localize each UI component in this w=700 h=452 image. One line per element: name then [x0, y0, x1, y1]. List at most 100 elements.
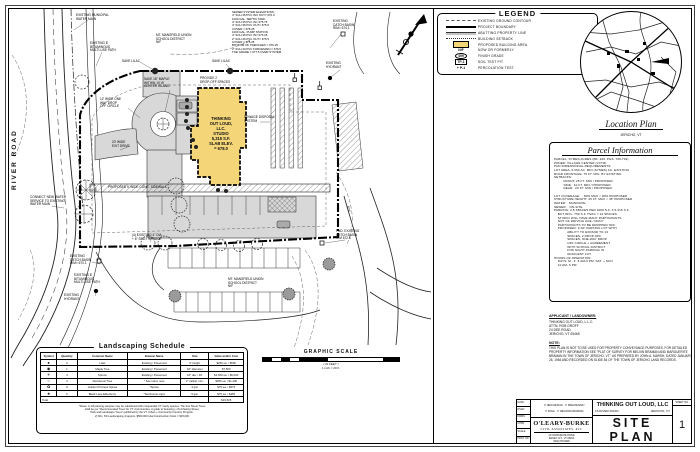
legend-item-label: EXISTING GROUND CONTOUR — [478, 18, 532, 23]
school-drive-lines — [95, 247, 321, 323]
school-parking — [167, 247, 301, 313]
boundary-legend-symbol — [444, 24, 478, 30]
parcel-information-body: PARCEL: SYMES ACRES (BK. 340, PGS. 700-7… — [554, 157, 633, 268]
leader-lines — [51, 19, 346, 297]
title-block-info-row: CHKD — [517, 422, 530, 430]
legend-item-label: NOW OR FORMERLY — [478, 48, 514, 53]
site-label: FND. EXISTING CATCH BASIN RIM 672.6 — [336, 229, 360, 241]
legend-item: N/F NOW OR FORMERLY — [444, 47, 593, 53]
applicant-heading: APPLICANT / LANDOWNER: — [549, 314, 597, 318]
right-column-divider — [433, 8, 434, 444]
sheet-title: SITE PLAN — [609, 416, 656, 444]
title-block-info-row: SCALE — [517, 429, 530, 437]
site-label: 676 — [346, 205, 352, 212]
outer-border — [5, 5, 695, 447]
site-label: SAVE LILAC — [122, 59, 141, 63]
location-plan-subtitle: JERICHO, VT — [620, 133, 642, 137]
site-label: 20' WIDE EXIT DRIVE — [112, 140, 130, 148]
site-label: (4) EXISTING 4" DIA. + 6" SPLIT SPRUCE — [132, 233, 163, 241]
schedule-column-header: Quantity — [56, 352, 78, 360]
legend-item: + P-1 PERCOLATION TEST — [444, 65, 593, 71]
project-boundary — [78, 69, 340, 249]
site-label: SAVE LILAC — [212, 59, 231, 63]
septic-trenches — [270, 87, 303, 169]
parking-stall-lines — [161, 196, 261, 215]
title-block-info-row: DATE — [517, 400, 530, 408]
schedule-total-row: Total$16,525 — [39, 396, 244, 404]
contour-legend-symbol — [444, 18, 478, 24]
location-plan-map — [580, 11, 682, 113]
site-label: 12' WIDE ONE WAY DROP OFF CIRCLE — [100, 97, 122, 109]
north-arrow-icon — [395, 14, 427, 56]
testpit-legend-symbol: TP-1 — [455, 59, 467, 66]
legend-item-label: FINISH GRADE — [478, 54, 504, 59]
drawing-status-checkboxes: ☐ NEW DESIGN ☐ PRELIMINARY ☐ FINAL ☐ REC… — [531, 401, 592, 418]
applicant-block: APPLICANT / LANDOWNER: THINKING OUT LOUD… — [549, 314, 692, 363]
main-border — [8, 8, 692, 444]
site-label: SEWER SYSTEM ELEVATIONS: 4" SCH 35 PVC I… — [232, 10, 282, 54]
project-name: THINKING OUT LOUD, LLC — [596, 402, 669, 408]
legend-item-label: PROJECT BOUNDARY — [478, 24, 517, 29]
setback-legend-symbol — [444, 36, 478, 42]
legend-item-label: PROPOSED BUILDING AREA — [478, 42, 528, 47]
perc-legend-symbol: + P-1 — [456, 66, 466, 71]
landscaping-notes: *Notes: 1) All planting samples may be s… — [78, 404, 206, 418]
firm-address-line: (802) 878-9990 — [553, 439, 570, 443]
legend-item-label: SOIL TEST PIT — [478, 60, 504, 65]
legend-item: TP-1 SOIL TEST PIT — [444, 59, 593, 66]
sheet-number-label: SHEET NO. — [673, 400, 691, 406]
legend-title: LEGEND — [494, 9, 541, 18]
title-block-project: THINKING OUT LOUD, LLC 16 RIVER ROAD JER… — [593, 400, 673, 444]
building-setback — [91, 84, 327, 234]
site-label: EXISTING CATCH BASIN RIM= 674.1 — [333, 19, 355, 31]
graphic-scale-bar — [262, 357, 400, 362]
schedule-column-header: Botanic Name — [127, 352, 182, 360]
site-label: MT. MANSFIELD UNION SCHOOL DISTRICT N/F — [156, 33, 192, 45]
site-label: PROPOSED 5' WIDE CONC. SIDEWALK — [108, 185, 167, 189]
note-body: THIS PLAN IS NOT TO BE USED FOR PROPERTY… — [549, 346, 692, 363]
river-road-lines — [10, 8, 103, 367]
river-road-label: RIVER ROAD — [11, 129, 18, 190]
site-label: PROVIDE 2 DROP-OFF SPACES — [200, 76, 231, 84]
location-map-streets — [581, 12, 681, 112]
building-label: THINKING OUT LOUD, LLC. STUDIO 5,315 S.F… — [209, 116, 233, 151]
firm-name: O'LEARY-BURKE — [533, 419, 590, 427]
title-block-info-row: DSGN — [517, 407, 530, 415]
trees — [74, 74, 336, 303]
contours — [11, 39, 353, 349]
graphic-scale-title: GRAPHIC SCALE — [303, 349, 359, 355]
legend-item: PROJECT BOUNDARY — [444, 24, 593, 30]
site-label: MT. MANSFIELD UNION SCHOOL DISTRICT N/F — [228, 277, 264, 289]
site-label: EXISTING CATCH BASIN RIM= 670.1 — [70, 254, 92, 266]
legend-item: BUILDING SETBACK — [444, 36, 593, 42]
legend-item: ABUTTING PROPERTY LINE — [444, 30, 593, 36]
note-heading: NOTE: — [549, 340, 560, 345]
site-label: EXISTING HYDRANT — [326, 61, 342, 69]
schedule-column-header: Value and/or Cost — [208, 352, 244, 360]
legend-item: EXISTING GROUND CONTOUR — [444, 18, 593, 24]
title-block-info-row: DRWN — [517, 415, 530, 422]
abutting-legend-symbol — [444, 30, 478, 36]
location-plan-title: Location Plan — [599, 119, 663, 130]
gravel-drive — [331, 101, 364, 172]
graphic-scale-units: ( IN FEET ) — [323, 362, 339, 366]
legend-item-label: PERCOLATION TEST — [478, 66, 514, 71]
site-label: SEWAGE DISPOSAL SYSTEM — [244, 115, 275, 123]
parcel-information-title: Parcel Information — [562, 145, 678, 156]
legend-item: PROPOSED BUILDING AREA — [444, 41, 593, 49]
location-plan-caption: Location Plan JERICHO, VT — [578, 114, 684, 137]
nf-legend-symbol: N/F — [458, 48, 464, 53]
shrubs — [151, 67, 234, 193]
sheet-number: 1 — [678, 418, 686, 431]
landscaping-schedule-title: Landscaping Schedule — [93, 343, 191, 350]
firm-address-line: 13 CORPORATE DRIVE — [548, 433, 575, 437]
